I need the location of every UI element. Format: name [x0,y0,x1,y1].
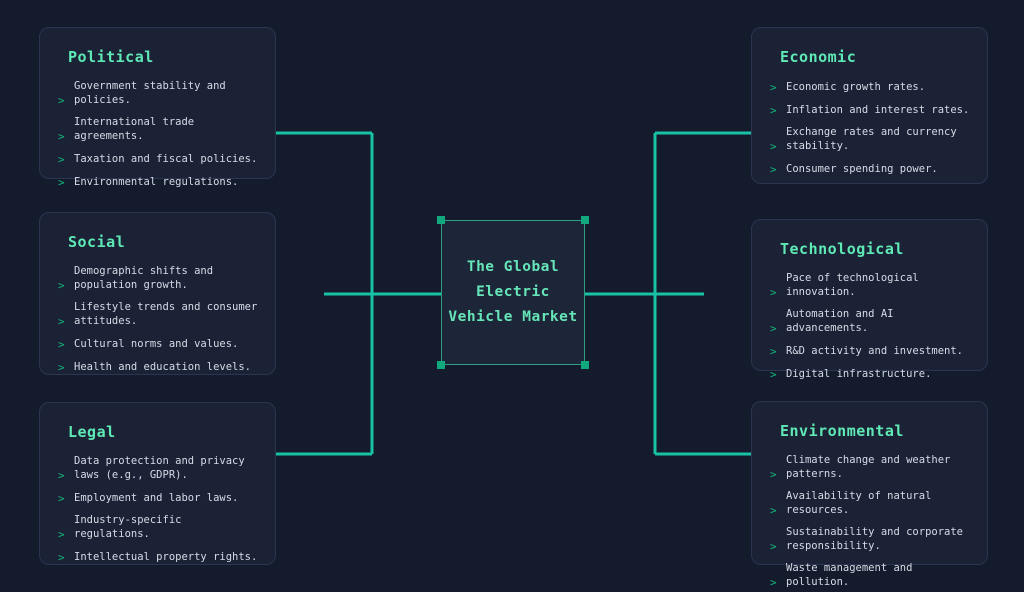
chevron-bullet-icon: > [770,576,777,589]
resize-handle-bottom-right[interactable] [581,361,589,369]
list-item-text: Pace of technological innovation. [786,272,919,298]
center-line-3: Vehicle Market [448,309,578,325]
list-item: > Data protection and privacy laws (e.g.… [54,455,261,482]
list-item: > Exchange rates and currency stability. [766,126,973,153]
chevron-bullet-icon: > [58,528,65,541]
list-item-text: Exchange rates and currency stability. [786,126,957,152]
branch-list-social: > Demographic shifts and population grow… [54,265,261,374]
list-item-text: Availability of natural resources. [786,490,932,516]
resize-handle-top-right[interactable] [581,216,589,224]
list-item-text: Inflation and interest rates. [786,103,970,116]
list-item: > Economic growth rates. [766,80,973,95]
branch-title-political: Political [68,48,154,66]
list-item: > Industry-specific regulations. [54,514,261,541]
list-item: > Pace of technological innovation. [766,272,973,299]
resize-handle-top-left[interactable] [437,216,445,224]
list-item: > Employment and labor laws. [54,491,261,506]
list-item: > R&D activity and investment. [766,344,973,359]
list-item: > Consumer spending power. [766,162,973,177]
branch-list-political: > Government stability and policies. > I… [54,80,261,189]
list-item: > Climate change and weather patterns. [766,454,973,481]
chevron-bullet-icon: > [770,468,777,481]
chevron-bullet-icon: > [58,492,65,505]
list-item: > Availability of natural resources. [766,490,973,517]
branch-card-economic[interactable]: Economic > Economic growth rates. > Infl… [751,27,988,184]
chevron-bullet-icon: > [58,338,65,351]
list-item-text: International trade agreements. [74,116,195,142]
list-item: > International trade agreements. [54,116,261,143]
branch-list-economic: > Economic growth rates. > Inflation and… [766,80,973,177]
list-item-text: R&D activity and investment. [786,344,964,357]
list-item: > Automation and AI advancements. [766,308,973,335]
branch-list-environmental: > Climate change and weather patterns. >… [766,454,973,589]
chevron-bullet-icon: > [770,286,777,299]
list-item-text: Waste management and pollution. [786,562,913,588]
list-item-text: Industry-specific regulations. [74,514,182,540]
list-item-text: Climate change and weather patterns. [786,454,951,480]
branch-title-environmental: Environmental [780,422,904,440]
list-item-text: Sustainability and corporate responsibil… [786,526,964,552]
list-item: > Inflation and interest rates. [766,103,973,118]
list-item: > Health and education levels. [54,360,261,375]
branch-card-legal[interactable]: Legal > Data protection and privacy laws… [39,402,276,565]
list-item: > Environmental regulations. [54,175,261,190]
branch-title-social: Social [68,233,126,251]
chevron-bullet-icon: > [58,279,65,292]
chevron-bullet-icon: > [770,163,777,176]
list-item: > Sustainability and corporate responsib… [766,526,973,553]
center-line-1: The Global [466,259,560,275]
center-node[interactable]: The Global Electric Vehicle Market [441,220,585,365]
list-item-text: Employment and labor laws. [74,491,239,504]
branch-title-legal: Legal [68,423,116,441]
list-item: > Intellectual property rights. [54,550,261,565]
chevron-bullet-icon: > [770,504,777,517]
branch-list-legal: > Data protection and privacy laws (e.g.… [54,455,261,564]
branch-card-political[interactable]: Political > Government stability and pol… [39,27,276,189]
branch-card-environmental[interactable]: Environmental > Climate change and weath… [751,401,988,589]
chevron-bullet-icon: > [58,361,65,374]
branch-title-technological: Technological [780,240,904,258]
list-item-text: Lifestyle trends and consumer attitudes. [74,301,258,327]
list-item: > Taxation and fiscal policies. [54,152,261,167]
list-item-text: Taxation and fiscal policies. [74,152,258,165]
list-item-text: Environmental regulations. [74,175,239,188]
branch-card-social[interactable]: Social > Demographic shifts and populati… [39,212,276,375]
chevron-bullet-icon: > [58,551,65,564]
branch-title-economic: Economic [780,48,857,66]
chevron-bullet-icon: > [770,322,777,335]
chevron-bullet-icon: > [770,345,777,358]
chevron-bullet-icon: > [770,540,777,553]
list-item: > Waste management and pollution. [766,562,973,589]
list-item-text: Economic growth rates. [786,80,926,93]
center-node-label: The Global Electric Vehicle Market [448,255,577,330]
list-item: > Cultural norms and values. [54,337,261,352]
chevron-bullet-icon: > [770,368,777,381]
chevron-bullet-icon: > [58,94,65,107]
list-item-text: Consumer spending power. [786,162,938,175]
resize-handle-bottom-left[interactable] [437,361,445,369]
branch-card-technological[interactable]: Technological > Pace of technological in… [751,219,988,381]
list-item-text: Intellectual property rights. [74,550,258,563]
list-item: > Digital infrastructure. [766,367,973,382]
list-item-text: Government stability and policies. [74,80,226,106]
list-item: > Government stability and policies. [54,80,261,107]
chevron-bullet-icon: > [770,104,777,117]
chevron-bullet-icon: > [58,469,65,482]
chevron-bullet-icon: > [58,153,65,166]
list-item: > Demographic shifts and population grow… [54,265,261,292]
chevron-bullet-icon: > [770,140,777,153]
list-item-text: Automation and AI advancements. [786,308,894,334]
list-item-text: Data protection and privacy laws (e.g., … [74,455,245,481]
list-item-text: Health and education levels. [74,360,252,373]
list-item: > Lifestyle trends and consumer attitude… [54,301,261,328]
list-item-text: Cultural norms and values. [74,337,239,350]
chevron-bullet-icon: > [770,81,777,94]
center-line-2: Electric [476,284,550,300]
list-item-text: Demographic shifts and population growth… [74,265,214,291]
chevron-bullet-icon: > [58,130,65,143]
branch-list-technological: > Pace of technological innovation. > Au… [766,272,973,381]
chevron-bullet-icon: > [58,176,65,189]
chevron-bullet-icon: > [58,315,65,328]
list-item-text: Digital infrastructure. [786,367,932,380]
